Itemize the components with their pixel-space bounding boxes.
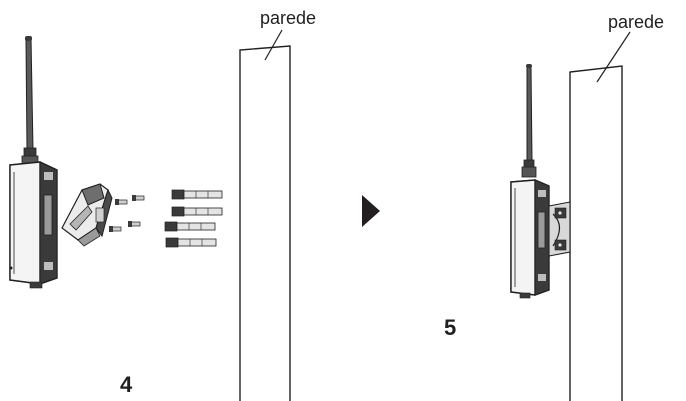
step-4-panel: parede 4 [9, 8, 316, 401]
mounting-bracket-left [61, 183, 113, 247]
step-number-5: 5 [444, 315, 456, 340]
wall-label-left: parede [260, 8, 316, 28]
wall-label-right: parede [608, 12, 664, 32]
anchor-4 [165, 237, 217, 248]
wall-left [239, 45, 291, 401]
mounting-bracket-right [548, 201, 571, 257]
wall-label-leader-left [264, 29, 283, 61]
anchor-3 [164, 221, 216, 232]
wall-label-leader-right [596, 31, 631, 83]
anchor-2 [171, 206, 223, 217]
antenna-left [21, 36, 39, 167]
wall-right [569, 65, 623, 401]
access-point-device-right [510, 179, 550, 299]
access-point-device-left [9, 161, 58, 289]
triangle-right-icon [362, 195, 380, 227]
step-number-4: 4 [120, 372, 133, 397]
antenna-right [521, 64, 537, 178]
screws-left [109, 195, 145, 232]
expansion-anchors-left [164, 189, 223, 248]
step-5-panel: parede 5 [444, 12, 664, 401]
anchor-1 [171, 189, 223, 200]
